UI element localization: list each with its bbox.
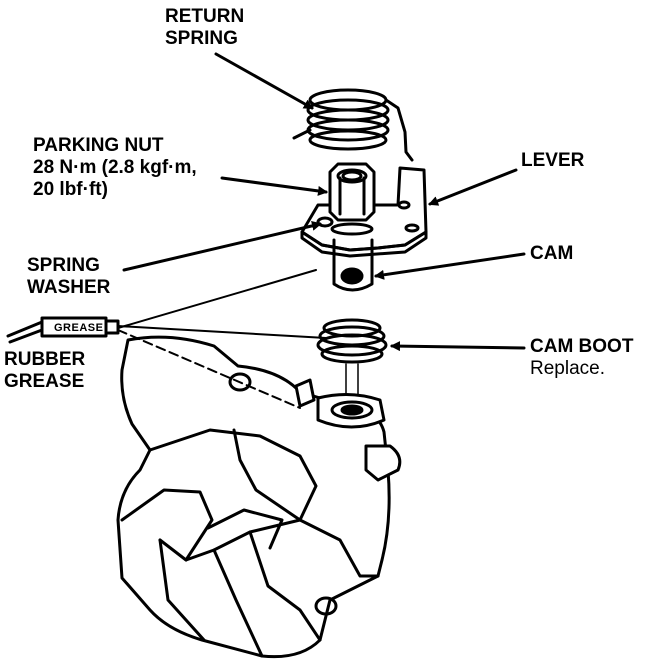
cam-boot-title: CAM BOOT (530, 336, 634, 357)
parking-nut-part (328, 162, 376, 236)
cam-label: CAM (530, 243, 574, 264)
parking-nut-arrow (220, 176, 328, 196)
spring-washer-arrow (122, 220, 322, 272)
grease-tube-label: GREASE (54, 322, 103, 334)
cam-boot-arrow (390, 341, 526, 352)
cam-boot-label: CAM BOOT Replace. (530, 336, 633, 380)
cam-boot-note: Replace. (530, 358, 605, 379)
return-spring-arrow (214, 52, 314, 110)
leader-arrows (122, 52, 526, 352)
grease-tube: GREASE (6, 316, 120, 344)
grease-application-lines (117, 269, 327, 409)
return-spring-label: RETURN SPRING (165, 6, 245, 49)
return-spring-part (292, 88, 414, 162)
cam-part (332, 238, 374, 292)
lever-arrow (428, 168, 518, 206)
cam-arrow (374, 252, 526, 280)
cam-boot-part (316, 318, 388, 399)
spring-washer-label: SPRING WASHER (27, 255, 111, 298)
caliper-body (116, 335, 402, 659)
parking-nut-label: PARKING NUT 28 N·m (2.8 kgf·m, 20 lbf·ft… (33, 135, 197, 200)
lever-label: LEVER (521, 150, 585, 171)
rubber-grease-label: RUBBER GREASE (4, 349, 86, 392)
